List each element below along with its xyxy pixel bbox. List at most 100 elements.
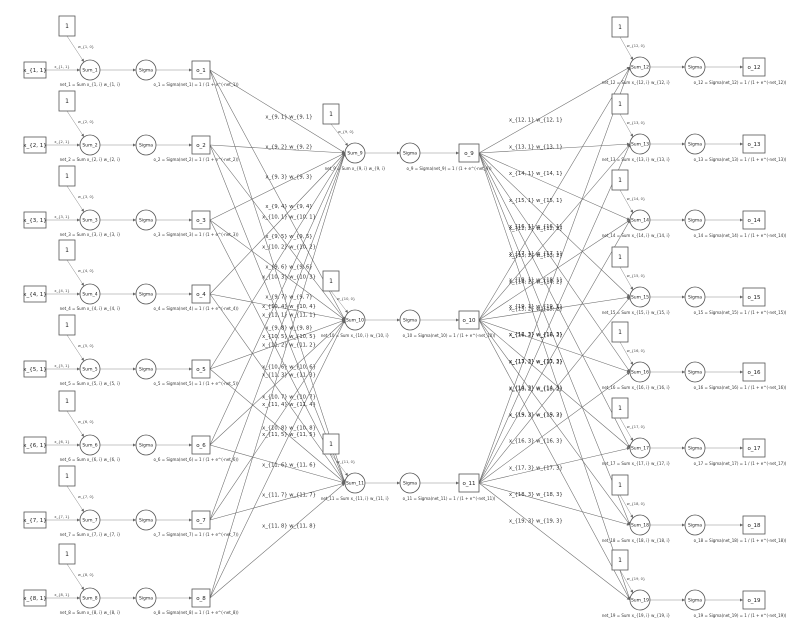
sum-sigma-edge-16-arrow — [682, 370, 685, 374]
bias-edge-label-6: w_{6, 0} — [78, 420, 94, 424]
bias-edge-10-arrow — [344, 309, 348, 313]
sum-node-15 — [629, 286, 651, 308]
net-caption-13: net_13 = Sum x_{13, i} w_{13, i} — [602, 157, 671, 162]
output-label-9: o_9 — [464, 151, 474, 157]
sigma-node-14 — [684, 209, 706, 231]
weight-label-9-2: x_{9, 2} w_{9, 2} — [265, 144, 312, 150]
net-caption-2: net_2 = Sum x_{2, i} w_{2, i} — [60, 157, 121, 162]
weight-label-11-8: x_{11, 8} w_{11, 8} — [262, 524, 316, 530]
output-label-7: o_7 — [196, 518, 206, 524]
edge-o11-sum16 — [478, 371, 631, 484]
sigma-node-12 — [684, 56, 706, 78]
edge-o9-sum12 — [478, 66, 631, 154]
sigma-node-18 — [684, 514, 706, 536]
out-caption-16: o_16 = Sigma(net_16) = 1 / (1 + e^(-net_… — [694, 385, 787, 390]
sum-node-3 — [79, 209, 101, 231]
weight-label-9-4: x_{9, 4} w_{9, 4} — [265, 204, 312, 210]
input-box-7 — [23, 511, 47, 529]
sigma-out-edge-17-arrow — [740, 446, 743, 450]
input-edge-1-arrow — [77, 68, 80, 72]
edge-o10-sum16 — [478, 319, 631, 373]
output-label-6: o_6 — [196, 443, 206, 449]
out-caption-10: o_10 = Sigma(net_10) = 1 / (1 + e^(-net_… — [403, 333, 496, 338]
out-caption-15: o_15 = Sigma(net_15) = 1 / (1 + e^(-net_… — [694, 310, 787, 315]
weight-label-15-3: x_{15, 3} w_{15, 3} — [509, 412, 563, 418]
bias-edge-14 — [619, 189, 634, 214]
sigma-out-edge-1-arrow — [189, 68, 192, 72]
edge-o4-sum9 — [209, 152, 346, 295]
sigma-label-18: Sigma — [688, 523, 702, 529]
bias-label-19: 1 — [618, 557, 622, 564]
edge-o11-sum18-arrow — [626, 522, 630, 526]
weight-label-14-1: x_{14, 1} w_{14, 1} — [509, 171, 563, 177]
sum-sigma-edge-10-arrow — [397, 318, 400, 322]
net-caption-5: net_5 = Sum x_{5, i} w_{5, i} — [60, 381, 121, 386]
weight-label-11-5: x_{11, 5} w_{11, 5} — [262, 432, 316, 438]
edge-o1-sum9 — [209, 69, 346, 154]
weight-label-10-2: x_{10, 2} w_{10, 2} — [262, 245, 316, 251]
weight-label-13-1: x_{13, 1} w_{13, 1} — [509, 144, 563, 150]
output-label-8: o_8 — [196, 596, 206, 602]
weight-label-10-7: x_{10, 7} w_{10, 7} — [262, 395, 316, 401]
sigma-node-19 — [684, 589, 706, 611]
output-box-13 — [742, 134, 766, 154]
weight-label-16-1: x_{16, 1} w_{16, 1} — [509, 224, 563, 230]
output-box-6 — [191, 435, 211, 455]
sum-label-7: Sum_7 — [82, 518, 97, 524]
edge-o11-sum16-arrow — [626, 372, 630, 375]
input-label-8: x_{8, 1} — [23, 596, 47, 602]
bias-edge-3 — [66, 185, 85, 213]
sigma-out-edge-2-arrow — [189, 143, 192, 147]
edge-o8-sum9 — [209, 152, 346, 599]
edge-o9-sum14-arrow — [626, 217, 630, 221]
input-box-5 — [23, 360, 47, 378]
edge-o11-sum14-arrow — [627, 220, 630, 224]
bias-edge-13 — [619, 113, 634, 138]
output-box-12 — [742, 57, 766, 77]
bias-box-15 — [611, 246, 629, 268]
net-caption-6: net_6 = Sum x_{6, i} w_{6, i} — [60, 457, 121, 462]
input-box-6 — [23, 436, 47, 454]
sigma-out-edge-13-arrow — [740, 142, 743, 146]
input-box-2 — [23, 136, 47, 154]
weight-label-11-7: x_{11, 7} w_{11, 7} — [262, 492, 316, 498]
sigma-node-7 — [135, 509, 157, 531]
edge-o10-sum18 — [478, 319, 631, 526]
bias-box-1 — [58, 15, 76, 37]
input-label-5: x_{5, 1} — [23, 367, 47, 373]
sigma-label-12: Sigma — [688, 65, 702, 71]
output-label-18: o_18 — [747, 523, 761, 529]
sum-sigma-edge-9-arrow — [397, 151, 400, 155]
edge-o9-sum16-arrow — [627, 368, 630, 372]
sum-sigma-edge-15-arrow — [682, 295, 685, 299]
weight-label-9-7: x_{9, 7} w_{9, 7} — [265, 294, 312, 300]
weight-label-18-2: x_{18, 2} w_{18, 2} — [509, 386, 563, 392]
input-edge-label-5: x_{5, 1} — [54, 364, 69, 368]
output-box-19 — [742, 590, 766, 610]
sigma-label-5: Sigma — [139, 367, 153, 373]
output-label-3: o_3 — [196, 218, 206, 224]
sum-node-1 — [79, 59, 101, 81]
edge-o3-sum11 — [209, 219, 346, 484]
edge-o8-sum11 — [209, 482, 346, 599]
sigma-node-15 — [684, 286, 706, 308]
input-label-7: x_{7, 1} — [23, 518, 47, 524]
net-caption-1: net_1 = Sum x_{1, i} w_{1, i} — [60, 82, 121, 87]
bias-box-8 — [58, 543, 76, 565]
sigma-label-9: Sigma — [403, 151, 417, 157]
bias-edge-1-arrow — [81, 58, 84, 62]
edge-o7-sum11 — [209, 482, 346, 521]
sum-node-5 — [79, 358, 101, 380]
sigma-out-edge-8-arrow — [189, 596, 192, 600]
bias-label-14: 1 — [618, 177, 622, 184]
output-box-10 — [458, 310, 480, 330]
output-label-16: o_16 — [747, 370, 761, 376]
sigma-label-16: Sigma — [688, 370, 702, 376]
sigma-label-14: Sigma — [688, 218, 702, 224]
bias-edge-2 — [66, 110, 85, 138]
sigma-out-edge-16-arrow — [740, 370, 743, 374]
bias-label-10: 1 — [329, 278, 333, 285]
sigma-out-edge-14-arrow — [740, 218, 743, 222]
edge-o3-sum9 — [209, 152, 346, 221]
